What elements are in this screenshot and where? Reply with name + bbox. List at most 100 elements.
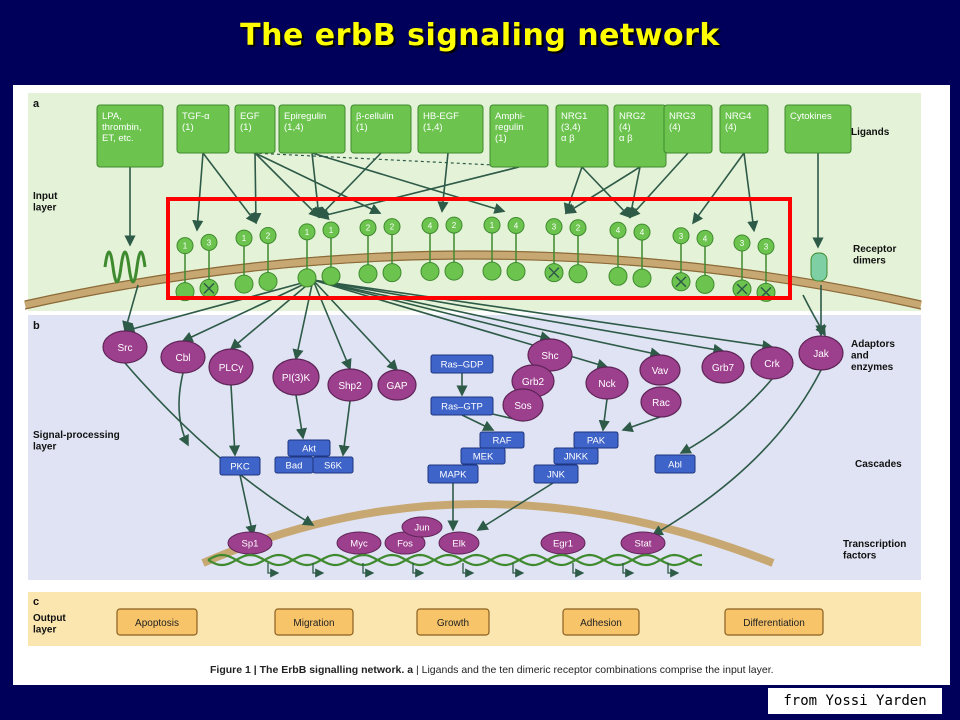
kinase-domain <box>608 266 628 286</box>
ligands-label: Ligands <box>851 127 890 138</box>
adaptor-gap <box>377 369 417 401</box>
adaptor-label: PI(3)K <box>282 373 311 384</box>
ligand-label: Epiregulin(1,4) <box>284 111 326 133</box>
cascade-label: MAPK <box>440 470 468 481</box>
cascade-label: JNK <box>547 470 566 481</box>
output-label: Migration <box>293 618 334 629</box>
receptor-number: 3 <box>679 232 684 241</box>
pathway-arrow <box>621 416 661 433</box>
cytokine-receptor <box>810 252 828 282</box>
dna-strand <box>207 553 703 567</box>
pathway-arrow <box>564 166 641 215</box>
pathway-arrow <box>651 369 822 536</box>
tf-jun <box>401 516 443 538</box>
credit-label: from Yossi Yarden <box>768 688 942 714</box>
ligand-box <box>234 104 276 154</box>
adaptor-rac <box>640 386 682 418</box>
kinase-domain <box>420 261 440 281</box>
receptor-number: 4 <box>640 228 645 237</box>
adaptor-sos <box>502 388 544 422</box>
adaptor-label: GAP <box>386 381 407 392</box>
tf-label: Jun <box>414 523 429 534</box>
adaptor-label: Grb2 <box>522 377 545 388</box>
pathway-arrow <box>581 166 632 219</box>
cascade-mek <box>460 447 506 465</box>
pathway-arrow <box>317 152 382 219</box>
pathway-arrow <box>192 152 204 232</box>
transcription-start-arrow <box>267 563 280 578</box>
cascade-label: RAF <box>493 436 512 447</box>
transcription-start-arrow <box>312 563 325 578</box>
gpcr-receptor <box>103 250 147 284</box>
pathway-arrow <box>239 474 257 537</box>
ligand-box <box>784 104 852 154</box>
pathway-arrow <box>122 284 139 333</box>
output-label: Differentiation <box>743 618 805 629</box>
ligand-box <box>278 104 346 154</box>
cascade-label: Abl <box>668 460 682 471</box>
pathway-arrow <box>311 152 324 219</box>
figure-caption: Figure 1 | The ErbB signalling network. … <box>210 664 774 676</box>
kinase-domain <box>297 268 317 288</box>
kinase-domain <box>382 263 402 283</box>
pathway-arrow <box>476 482 554 531</box>
pathway-arrow <box>312 279 774 352</box>
transcription-start-arrow <box>462 563 475 578</box>
kinase-domain <box>506 261 526 281</box>
cascade-akt <box>287 439 331 457</box>
adaptor-grb7 <box>701 350 745 384</box>
ligand-label: LPA,thrombin,ET, etc. <box>102 111 142 144</box>
adaptor-label: Grb7 <box>712 363 735 374</box>
adaptor-label: Cbl <box>175 353 190 364</box>
receptor-number: 3 <box>207 238 212 247</box>
cascade-label: Ras–GTP <box>441 402 483 413</box>
adaptor-label: Vav <box>652 366 669 377</box>
ligand-label: HB-EGF(1,4) <box>423 111 459 133</box>
adaptor-label: Rac <box>652 398 670 409</box>
receptor-number: 1 <box>183 242 188 251</box>
transcription-start-arrow <box>412 563 425 578</box>
ligand-label: TGF-α(1) <box>182 111 210 133</box>
dna-strand <box>207 553 703 567</box>
transcription-start-arrow <box>622 563 635 578</box>
adaptor-label: Shp2 <box>338 381 362 392</box>
cascade-label: JNKK <box>564 452 589 463</box>
ligand-label: NRG2(4)α β <box>619 111 645 144</box>
kinase-domain <box>632 268 652 288</box>
tf-label: Sp1 <box>242 539 259 550</box>
receptor-number: 4 <box>428 221 433 230</box>
pathway-arrow <box>181 279 314 342</box>
cascade-pkc <box>219 456 261 476</box>
kinase-domain <box>568 264 588 284</box>
output-label: Adhesion <box>580 618 622 629</box>
pathway-arrow <box>178 372 189 447</box>
transcription-start-arrow <box>572 563 585 578</box>
cascade-label: PAK <box>587 436 606 447</box>
receptor-number: 2 <box>266 231 271 240</box>
adaptor-label: Sos <box>514 401 531 412</box>
inactive-kinase-mark <box>760 286 772 298</box>
panel-letter-a: a <box>33 98 40 110</box>
pathway-arrow <box>124 362 315 526</box>
pathway-arrow <box>312 279 399 372</box>
adaptor-label: Crk <box>764 359 781 370</box>
ligand-box <box>489 104 549 168</box>
pathway-arrow <box>254 152 321 219</box>
pathway-arrow <box>312 279 662 359</box>
cascades-label: Cascades <box>855 459 902 470</box>
output-adhesion <box>562 608 640 636</box>
output-label: Growth <box>437 618 469 629</box>
cascade-label: MEK <box>473 452 494 463</box>
panel-letter-b: b <box>33 320 40 332</box>
tf-label: Stat <box>635 539 652 550</box>
ligand-box <box>350 104 412 154</box>
cascade-abl <box>654 454 696 474</box>
adaptor-src <box>102 330 148 364</box>
receptor-number: 4 <box>514 221 519 230</box>
cascade-label: Ras–GDP <box>441 360 484 371</box>
transcription-start-arrow <box>512 563 525 578</box>
pathway-arrow <box>628 152 689 219</box>
